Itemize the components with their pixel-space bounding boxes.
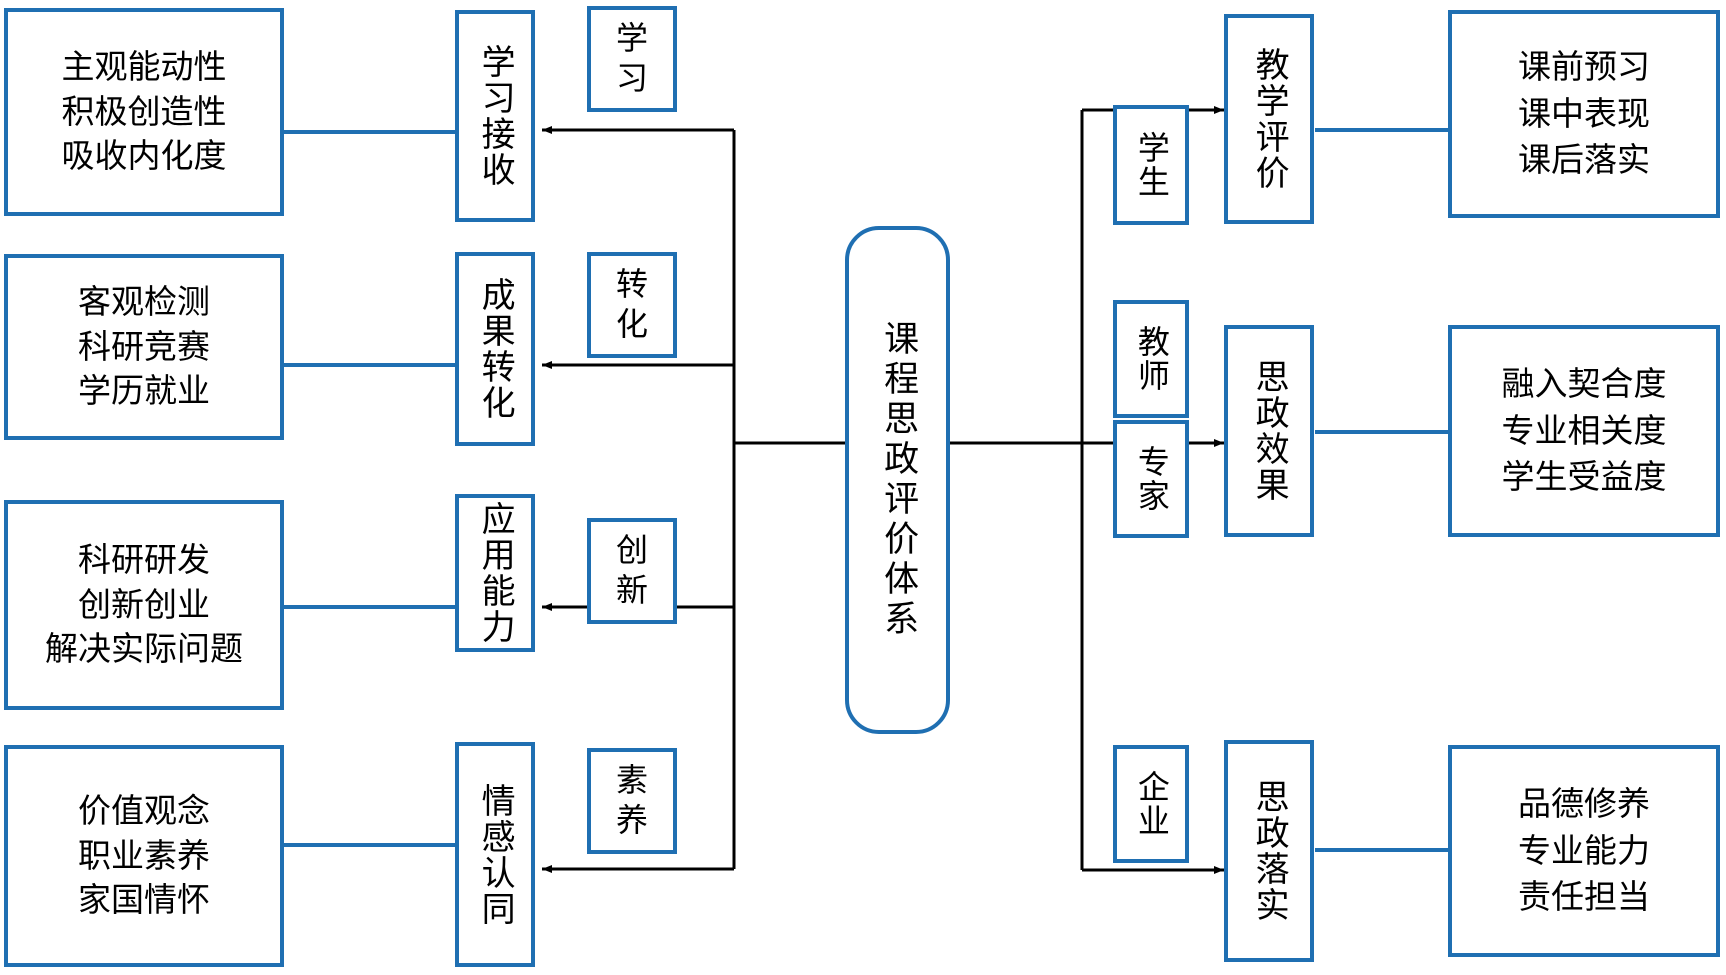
role-box-teacher: 教师 — [1113, 300, 1189, 418]
detail-line: 创新创业 — [78, 584, 210, 624]
tag-box-learning: 学 习 — [587, 6, 677, 112]
detail-line: 解决实际问题 — [45, 629, 243, 669]
detail-line: 科研竞赛 — [78, 326, 210, 366]
detail-line: 品德修养 — [1518, 783, 1650, 823]
right-stage-box-ideological-effect: 思政效果 — [1224, 325, 1314, 537]
right-stage-box-ideological-implementation: 思政落实 — [1224, 740, 1314, 962]
tag-line: 养 — [615, 801, 648, 839]
left-detail-box-4: 价值观念 职业素养 家国情怀 — [4, 745, 284, 967]
right-detail-box-1: 课前预习 课中表现 课后落实 — [1448, 10, 1720, 218]
right-stage-box-teaching-evaluation: 教学评价 — [1224, 14, 1314, 224]
tag-box-innovation: 创 新 — [587, 518, 677, 624]
detail-line: 专业相关度 — [1501, 410, 1667, 450]
right-detail-box-3: 品德修养 专业能力 责任担当 — [1448, 745, 1720, 957]
tag-line: 新 — [615, 571, 648, 609]
detail-line: 客观检测 — [78, 281, 210, 321]
detail-line: 职业素养 — [78, 835, 210, 875]
tag-line: 习 — [615, 59, 648, 97]
right-detail-box-2: 融入契合度 专业相关度 学生受益度 — [1448, 325, 1720, 537]
detail-line: 课中表现 — [1518, 93, 1650, 133]
detail-line: 主观能动性 — [61, 46, 227, 86]
stage-box-learning-reception: 学习接收 — [455, 10, 535, 222]
left-detail-box-2: 客观检测 科研竞赛 学历就业 — [4, 254, 284, 440]
stage-box-achievement-transformation: 成果转化 — [455, 252, 535, 446]
tag-line: 学 — [615, 19, 648, 58]
detail-line: 课后落实 — [1518, 140, 1650, 180]
left-detail-box-1: 主观能动性 积极创造性 吸收内化度 — [4, 8, 284, 216]
detail-line: 价值观念 — [78, 790, 210, 830]
tag-line: 转 — [615, 265, 648, 304]
detail-line: 积极创造性 — [61, 91, 227, 131]
tag-line: 化 — [615, 305, 648, 343]
left-detail-box-3: 科研研发 创新创业 解决实际问题 — [4, 500, 284, 710]
role-box-expert: 专家 — [1113, 420, 1189, 538]
role-box-enterprise: 企业 — [1113, 745, 1189, 863]
center-node: 课程思政评价体系 — [845, 226, 950, 734]
tag-box-transformation: 转 化 — [587, 252, 677, 358]
detail-line: 责任担当 — [1518, 877, 1650, 917]
detail-line: 专业能力 — [1518, 830, 1650, 870]
tag-line: 素 — [615, 761, 648, 800]
stage-box-application-ability: 应用能力 — [455, 494, 535, 652]
stage-box-emotional-identity: 情感认同 — [455, 742, 535, 967]
detail-line: 吸收内化度 — [61, 136, 227, 176]
detail-line: 科研研发 — [78, 539, 210, 579]
detail-line: 课前预习 — [1518, 46, 1650, 86]
tag-box-literacy: 素 养 — [587, 748, 677, 854]
detail-line: 融入契合度 — [1501, 363, 1667, 403]
detail-line: 家国情怀 — [78, 880, 210, 920]
detail-line: 学历就业 — [78, 371, 210, 411]
tag-line: 创 — [615, 531, 648, 570]
role-box-student: 学生 — [1113, 105, 1189, 225]
detail-line: 学生受益度 — [1501, 457, 1667, 497]
